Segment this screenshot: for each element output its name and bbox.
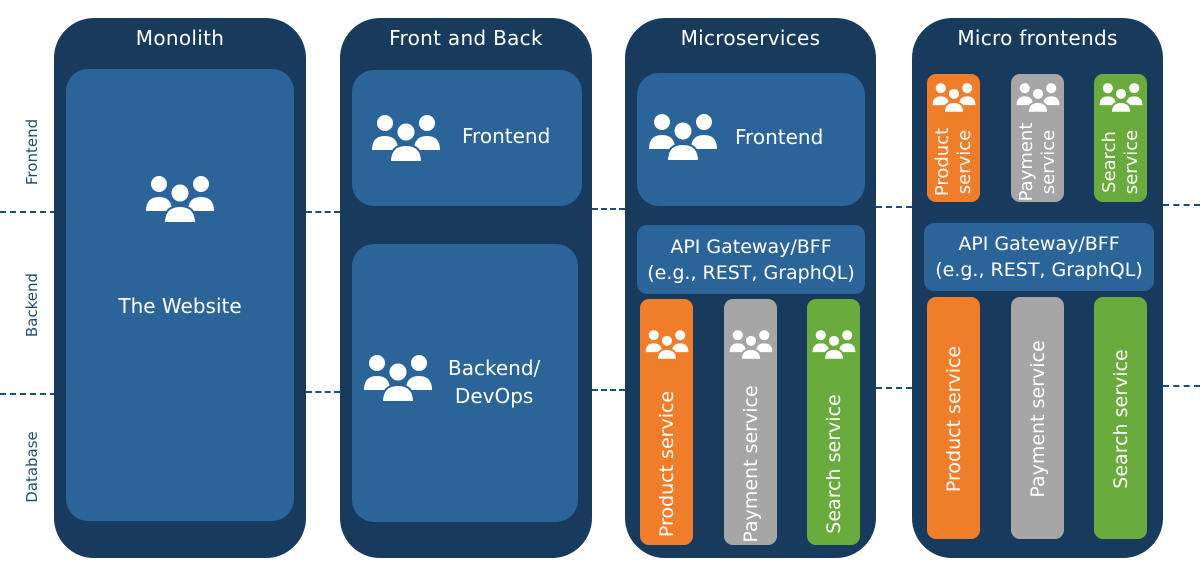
search-service-frontend: Search service <box>1094 74 1147 202</box>
service-label: Search service <box>1109 349 1132 489</box>
backend-label-line1: Backend/ <box>448 356 541 380</box>
service-label: Payment service <box>739 385 762 543</box>
panel-title: Monolith <box>135 26 225 50</box>
frontend-label: Frontend <box>735 125 824 149</box>
team-icon <box>644 327 690 361</box>
website-label: The Website <box>118 294 242 318</box>
panel-monolith: Monolith The Website <box>54 18 306 558</box>
service-label: Product service <box>932 128 976 196</box>
search-service-column: Search service <box>807 299 860 545</box>
payment-service-frontend: Payment service <box>1011 74 1064 202</box>
divider-frontend-backend <box>0 211 56 213</box>
service-label-line1: Payment <box>1015 122 1037 202</box>
gateway-line1: API Gateway/BFF <box>958 233 1120 255</box>
panel-title: Microservices <box>680 26 821 50</box>
search-service-column: Search service <box>1094 297 1147 539</box>
panel-microservices: Microservices Frontend API Gateway/BFF (… <box>625 18 876 558</box>
team-icon <box>362 350 434 404</box>
service-label: Product service <box>942 345 965 493</box>
panel-front-and-back: Front and Back Frontend <box>340 18 592 558</box>
backend-devops-label: Backend/ DevOps <box>448 354 540 410</box>
payment-service-column: Payment service <box>724 299 777 545</box>
gateway-line1: API Gateway/BFF <box>670 235 832 258</box>
divider-backend-database <box>876 387 912 389</box>
frontend-box: Frontend <box>637 73 865 206</box>
service-label: Product service <box>655 390 678 538</box>
gateway-line2: (e.g., REST, GraphQL) <box>935 259 1143 281</box>
website-box: The Website <box>66 69 294 521</box>
divider-frontend-backend <box>876 206 912 208</box>
team-icon <box>1015 80 1061 114</box>
service-label-line2: service <box>1120 129 1142 195</box>
divider-backend-database <box>592 389 625 391</box>
divider-frontend-backend <box>306 211 340 213</box>
row-label-frontend: Frontend <box>23 118 41 186</box>
frontend-box: Frontend <box>352 70 582 206</box>
team-icon <box>647 109 719 163</box>
row-label-database: Database <box>23 431 41 503</box>
gateway-line2: (e.g., REST, GraphQL) <box>647 261 855 284</box>
api-gateway-box: API Gateway/BFF (e.g., REST, GraphQL) <box>924 223 1154 291</box>
service-label-line1: Search <box>1098 131 1120 193</box>
divider-frontend-backend <box>1163 204 1200 206</box>
payment-service-column: Payment service <box>1011 297 1064 539</box>
service-label: Payment service <box>1016 123 1060 202</box>
team-icon <box>728 327 774 361</box>
divider-frontend-backend <box>592 208 625 210</box>
row-label-backend: Backend <box>23 272 41 338</box>
service-label-line2: service <box>1037 129 1059 195</box>
backend-devops-box: Backend/ DevOps <box>352 244 578 522</box>
team-icon <box>811 327 857 361</box>
service-label-line1: Product <box>931 127 953 197</box>
panel-micro-frontends: Micro frontends Product service <box>912 18 1163 558</box>
team-icon <box>144 171 216 225</box>
product-service-frontend: Product service <box>927 74 980 202</box>
frontend-label: Frontend <box>462 124 551 148</box>
service-label: Search service <box>1099 130 1143 194</box>
product-service-column: Product service <box>640 299 693 545</box>
service-label: Payment service <box>1026 340 1049 498</box>
panel-title: Micro frontends <box>957 26 1118 50</box>
service-label: Search service <box>822 394 845 534</box>
divider-backend-database <box>306 391 340 393</box>
team-icon <box>931 80 977 114</box>
team-icon <box>1098 80 1144 114</box>
backend-label-line2: DevOps <box>454 384 534 408</box>
panel-title: Front and Back <box>389 26 543 50</box>
service-label-line2: service <box>953 129 975 195</box>
divider-backend-database <box>1163 385 1200 387</box>
team-icon <box>370 110 442 164</box>
api-gateway-box: API Gateway/BFF (e.g., REST, GraphQL) <box>637 225 865 294</box>
product-service-column: Product service <box>927 297 980 539</box>
divider-backend-database <box>0 393 56 395</box>
